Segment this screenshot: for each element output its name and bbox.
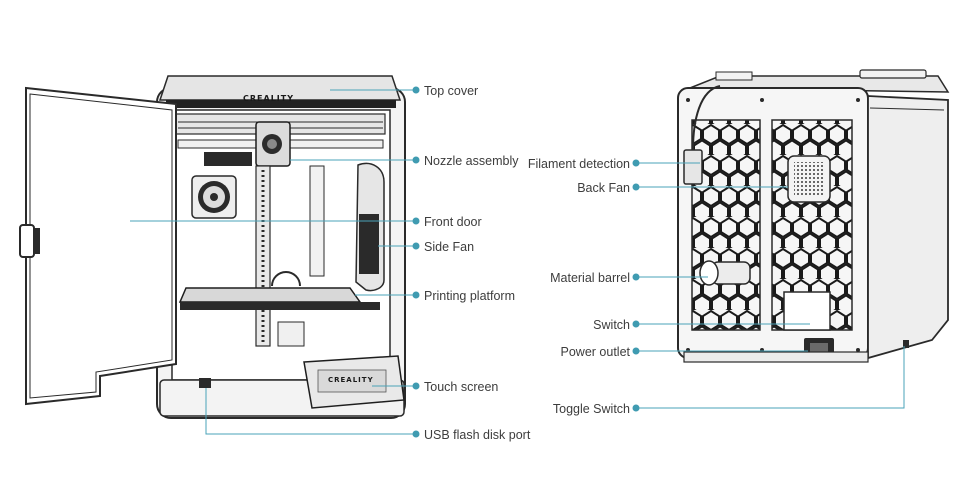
label-top-cover: Top cover (424, 84, 479, 98)
label-power-outlet: Power outlet (560, 345, 630, 359)
top-cover (158, 75, 402, 101)
brand-logo-top: CREALITY (243, 94, 295, 103)
label-toggle-switch: Toggle Switch (552, 402, 630, 416)
leader-dots (412, 86, 640, 438)
label-front-door: Front door (424, 215, 482, 229)
label-usb-port: USB flash disk port (424, 428, 531, 442)
label-touch-screen: Touch screen (424, 380, 499, 394)
label-material-barrel: Material barrel (550, 271, 630, 285)
brand-logo-screen: CREALITY (328, 376, 374, 384)
label-switch: Switch (593, 318, 630, 332)
front-door (25, 86, 177, 406)
left-hex-grill (691, 119, 761, 331)
label-filament-detection: Filament detection (527, 157, 630, 171)
top-cover-rim (166, 100, 396, 108)
label-back-fan: Back Fan (577, 181, 630, 195)
toggle-switch (903, 340, 909, 348)
front-printer (19, 75, 406, 419)
label-nozzle-assembly: Nozzle assembly (424, 154, 519, 168)
usb-port (199, 378, 211, 388)
label-side-fan: Side Fan (424, 240, 475, 254)
door-handle (19, 224, 35, 258)
leader-toggle (636, 346, 905, 409)
leader-usb (205, 388, 416, 435)
back-printer (677, 69, 950, 363)
leader-lines (130, 89, 905, 435)
label-printing-platform: Printing platform (424, 289, 516, 303)
filament-detector (683, 149, 703, 185)
printing-platform (178, 287, 362, 303)
